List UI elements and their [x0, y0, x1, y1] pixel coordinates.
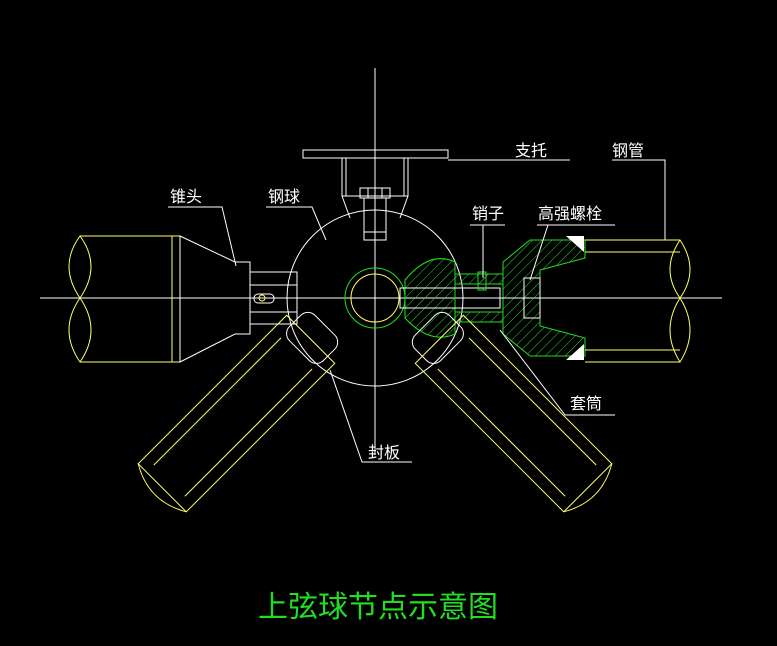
diagram-title: 上弦球节点示意图 — [258, 590, 498, 625]
label-seal-plate: 封板 — [368, 443, 400, 462]
left-pipe-assembly — [68, 235, 298, 363]
label-support: 支托 — [515, 141, 547, 160]
right-pipe-assembly — [399, 236, 691, 363]
center-lines — [40, 68, 722, 455]
lower-left-pipe — [137, 311, 339, 513]
label-hs-bolt: 高强螺栓 — [538, 204, 602, 223]
leader-lines — [168, 159, 666, 463]
label-sleeve: 套筒 — [570, 394, 602, 413]
lower-right-pipe — [411, 311, 613, 513]
support-bracket — [302, 149, 449, 241]
label-pin: 销子 — [472, 204, 504, 223]
label-steel-pipe: 钢管 — [612, 141, 644, 160]
label-cone-head: 锥头 — [170, 187, 202, 206]
label-steel-ball: 钢球 — [268, 187, 300, 206]
